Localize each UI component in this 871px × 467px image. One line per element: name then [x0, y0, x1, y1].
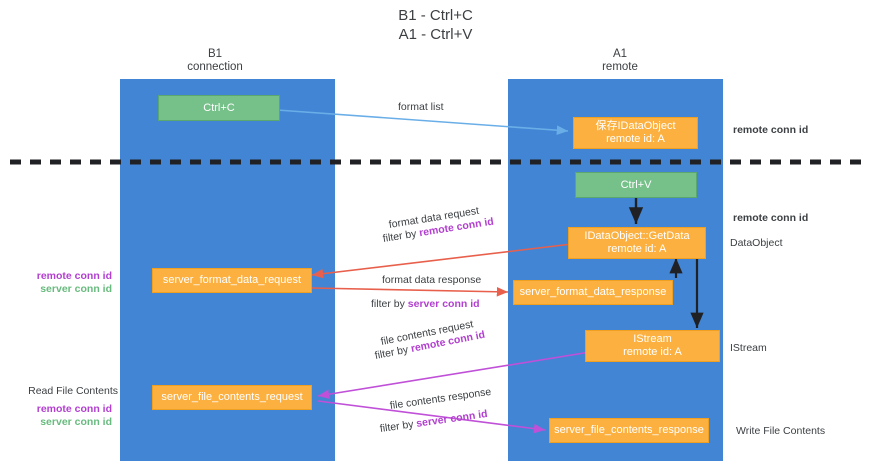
- filter-prefix: filter by: [371, 298, 408, 310]
- box-istream[interactable]: IStream remote id: A: [585, 330, 720, 362]
- label-format-data-response-filter: filter by server conn id: [371, 298, 480, 311]
- box-server-file-contents-response[interactable]: server_file_contents_response: [549, 418, 709, 443]
- annotation-remote-conn-id-top: remote conn id: [733, 124, 809, 136]
- page-title: B1 - Ctrl+C A1 - Ctrl+V: [398, 7, 473, 43]
- annotation-write-file-contents: Write File Contents: [736, 425, 826, 437]
- box-save-idataobject[interactable]: 保存IDataObject remote id: A: [573, 117, 698, 149]
- filter-prefix: filter by: [373, 343, 413, 362]
- filter-prefix: filter by: [381, 227, 421, 245]
- annotation-istream: IStream: [730, 342, 767, 354]
- box-ctrl-c[interactable]: Ctrl+C: [158, 95, 280, 121]
- box-server-file-contents-request[interactable]: server_file_contents_request: [152, 385, 312, 410]
- box-server-format-data-response[interactable]: server_format_data_response: [513, 280, 673, 305]
- filter-key-server-conn-id: server conn id: [415, 407, 489, 430]
- box-ctrl-v[interactable]: Ctrl+V: [575, 172, 697, 198]
- column-header-b1: B1 connection: [187, 48, 243, 73]
- filter-prefix: filter by: [379, 417, 418, 435]
- annotation-read-file-contents: Read File Contents: [28, 385, 118, 397]
- annotation-dataobject: DataObject: [730, 237, 783, 249]
- label-format-list: format list: [398, 101, 444, 113]
- annotation-remote-conn-id-mid: remote conn id: [733, 212, 809, 224]
- filter-key-server-conn-id: server conn id: [407, 298, 480, 310]
- box-server-format-data-request[interactable]: server_format_data_request: [152, 268, 312, 293]
- box-idataobject-getdata[interactable]: IDataObject::GetData remote id: A: [568, 227, 706, 259]
- column-header-a1: A1 remote: [602, 48, 638, 73]
- annotation-keys-mid-remote: remote conn id: [36, 270, 112, 282]
- annotation-keys-bottom-server: server conn id: [40, 416, 112, 428]
- annotation-keys-bottom-remote: remote conn id: [36, 403, 112, 415]
- annotation-keys-mid-server: server conn id: [40, 283, 112, 295]
- label-format-data-response: format data response: [382, 274, 482, 286]
